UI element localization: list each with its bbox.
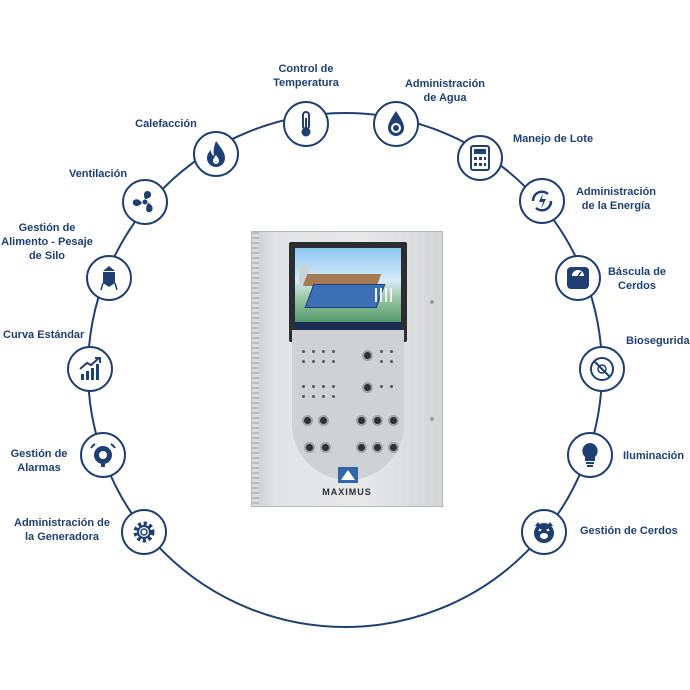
control-section [292,330,404,480]
water-management-node[interactable] [373,101,419,147]
standard-curve-node[interactable] [67,346,113,392]
ventilation-node[interactable] [122,179,168,225]
pig-scale-node[interactable] [555,255,601,301]
energy-cycle-icon [531,190,553,212]
maximus-logo [338,467,358,483]
control-knob[interactable] [318,415,329,426]
temperature-control-node[interactable] [283,101,329,147]
silo-icon [100,266,118,291]
touchscreen[interactable] [295,248,401,330]
fan-icon [132,191,153,213]
light-bulb-icon [582,443,598,467]
brand-name: MAXIMUS [322,487,372,497]
growth-chart-icon [79,357,101,380]
control-knob[interactable] [388,442,399,453]
label-batch-management: Manejo de Lote [513,133,594,145]
label-heating: Calefacción [135,118,197,130]
control-knob[interactable] [372,415,383,426]
pig-icon [534,522,554,543]
gear-icon [133,521,155,543]
control-knob[interactable] [304,442,315,453]
control-knob[interactable] [356,442,367,453]
control-knob[interactable] [372,442,383,453]
control-knob[interactable] [362,350,373,361]
generator-management-node[interactable] [121,509,167,555]
control-knob[interactable] [362,382,373,393]
label-biosecurity: Bioseguridad [626,335,690,347]
panel-vent [252,232,259,506]
label-lighting: Iluminación [623,450,685,462]
maximus-controller: MAXIMUS [251,231,443,507]
alarm-bell-icon [90,443,116,467]
energy-management-node[interactable] [519,178,565,224]
heating-node[interactable] [193,131,239,177]
screw [430,417,434,421]
biosecurity-icon [590,357,614,381]
lighting-node[interactable] [567,432,613,478]
label-pig-management: Gestión de Cerdos [580,525,678,537]
label-ventilation: Ventilación [68,168,128,180]
scale-icon [567,267,589,289]
feed-management-node[interactable] [86,255,132,301]
calculator-icon [470,145,490,171]
control-knob[interactable] [302,415,313,426]
thermometer-icon [301,111,311,137]
pig-management-node[interactable] [521,509,567,555]
control-knob[interactable] [388,415,399,426]
alarm-management-node[interactable] [80,432,126,478]
water-drop-gear-icon [388,111,404,136]
biosecurity-node[interactable] [579,346,625,392]
screw [430,300,434,304]
flame-icon [207,141,225,167]
batch-management-node[interactable] [457,135,503,181]
control-knob[interactable] [356,415,367,426]
control-knob[interactable] [320,442,331,453]
touchscreen-frame [289,242,407,342]
label-standard-curve: Curva Estándar [3,329,85,341]
